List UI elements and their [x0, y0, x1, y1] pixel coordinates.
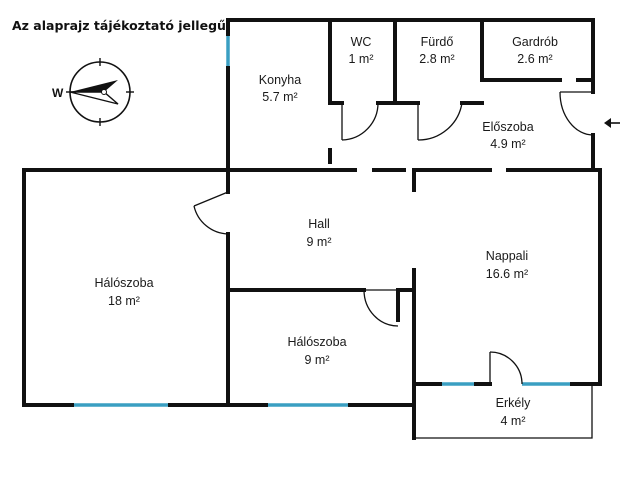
- windows: [74, 36, 570, 407]
- room-area-eloszoba: 4.9 m²: [490, 137, 525, 151]
- room-name-furdo: Fürdő: [421, 35, 454, 49]
- room-area-haloszoba-small: 9 m²: [305, 353, 330, 367]
- room-name-haloszoba-small: Hálószoba: [287, 335, 346, 349]
- entrance-arrow-icon: [604, 118, 620, 128]
- balcony-outline: [413, 384, 593, 439]
- room-area-hall: 9 m²: [307, 235, 332, 249]
- door-haloszoba-large: [193, 191, 229, 207]
- room-name-haloszoba-large: Hálószoba: [94, 276, 153, 290]
- room-name-nappali: Nappali: [486, 249, 528, 263]
- doors: [193, 91, 594, 385]
- room-name-wc: WC: [351, 35, 372, 49]
- room-area-nappali: 16.6 m²: [486, 267, 528, 281]
- disclaimer-note: Az alaprajz tájékoztató jellegű!: [12, 18, 232, 33]
- room-area-gardrob: 2.6 m²: [517, 52, 552, 66]
- room-name-erkely: Erkély: [496, 396, 531, 410]
- room-name-eloszoba: Előszoba: [482, 120, 533, 134]
- room-area-furdo: 2.8 m²: [419, 52, 454, 66]
- room-area-wc: 1 m²: [349, 52, 374, 66]
- room-name-konyha: Konyha: [259, 73, 301, 87]
- room-labels: WC 1 m² Fürdő 2.8 m² Gardrób 2.6 m² Kony…: [94, 35, 558, 428]
- compass-icon: W: [52, 58, 134, 126]
- room-name-hall: Hall: [308, 217, 330, 231]
- walls: [22, 18, 602, 440]
- compass-direction-label: W: [52, 86, 64, 100]
- room-area-haloszoba-large: 18 m²: [108, 294, 140, 308]
- room-area-konyha: 5.7 m²: [262, 90, 297, 104]
- room-name-gardrob: Gardrób: [512, 35, 558, 49]
- room-area-erkely: 4 m²: [501, 414, 526, 428]
